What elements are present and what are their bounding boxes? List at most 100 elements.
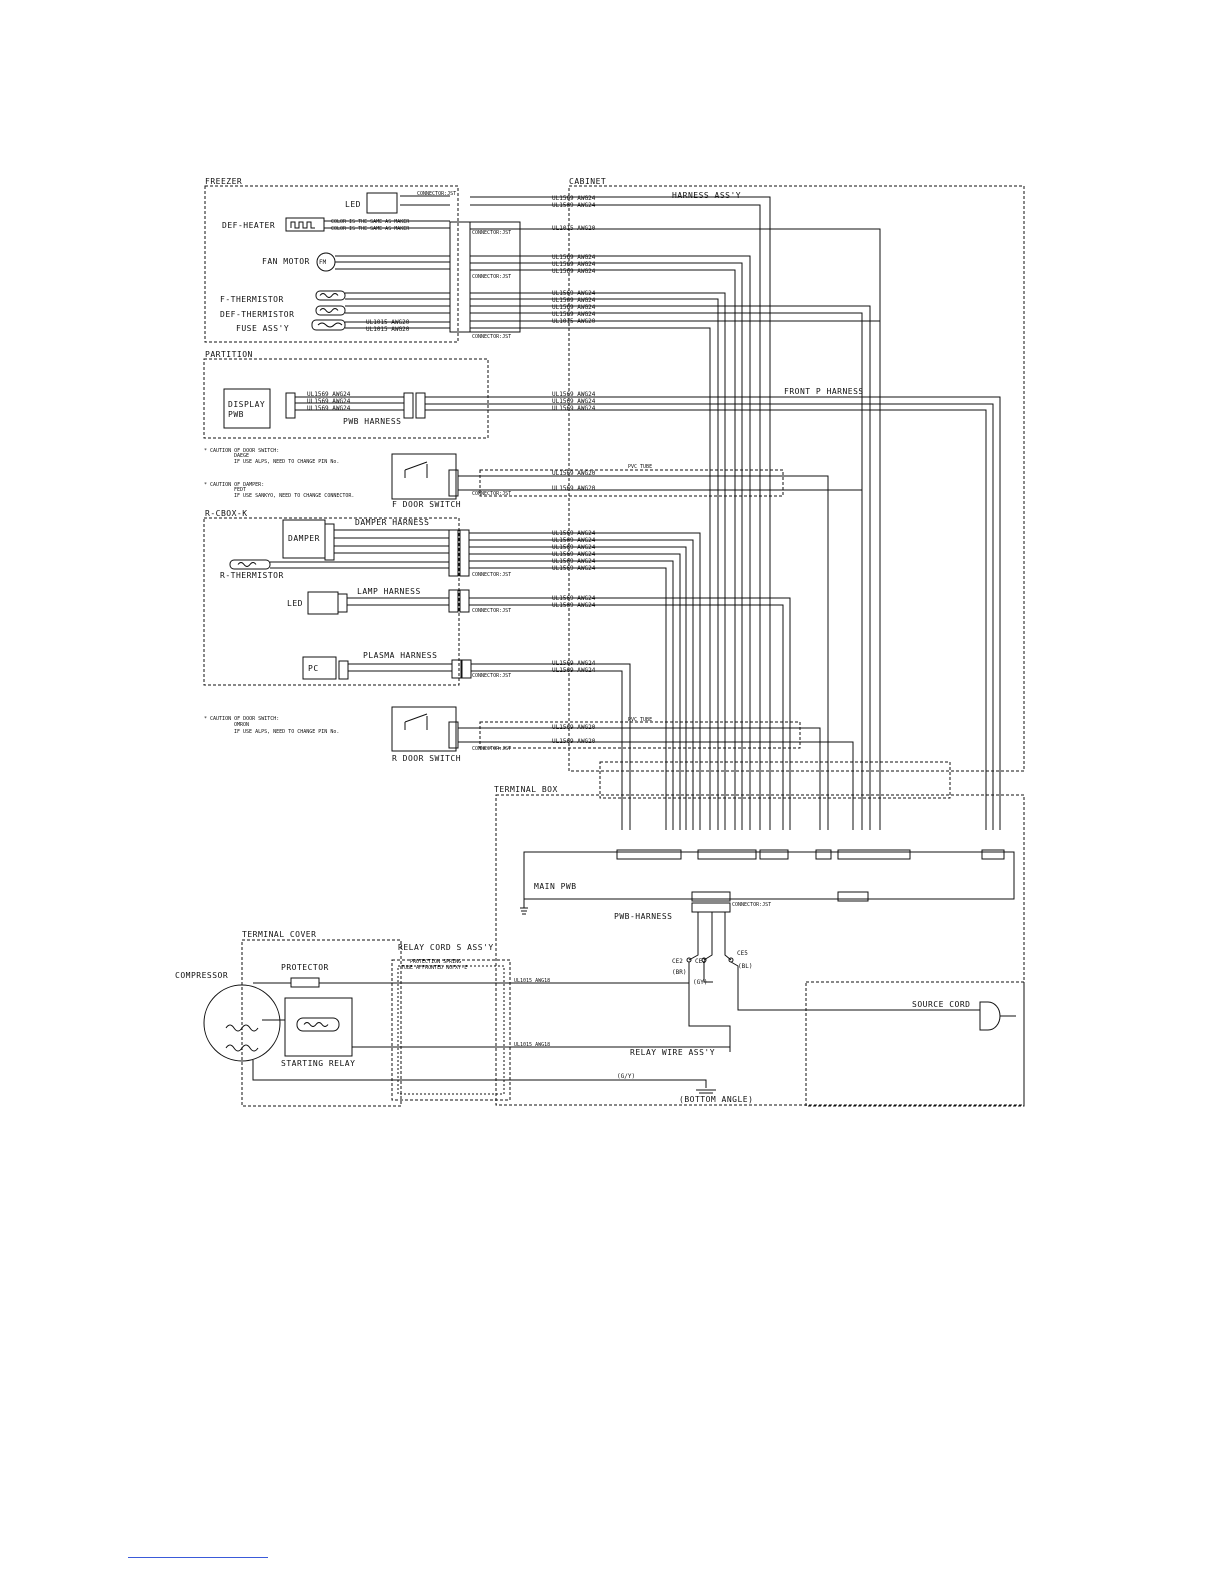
compressor-symbol <box>203 984 281 1062</box>
connector-spec: CONNECTOR:JST <box>472 572 511 578</box>
pvc-tube-2: PVC TUBE <box>628 717 652 723</box>
wire-spec: UL1569 AWG24 <box>552 311 596 318</box>
wire-spec: UL1569 AWG20 <box>552 485 596 492</box>
freezer-connector-block <box>449 221 471 333</box>
display-label: DISPLAY <box>228 400 265 409</box>
wire-spec: UL1569 AWG24 <box>552 304 596 311</box>
def-heater-label: DEF-HEATER <box>222 221 275 230</box>
wire-spec: UL1569 AWG24 <box>552 398 596 405</box>
wire-spec: UL1569 AWG24 <box>552 297 596 304</box>
f-thermistor-label: F-THERMISTOR <box>220 295 284 304</box>
connector-spec: CONNECTOR:JST <box>472 274 511 280</box>
wire-spec: UL1569 AWG24 <box>552 551 596 558</box>
caution-f-door-3: IF USE ALPS, NEED TO CHANGE PIN No. <box>234 459 339 465</box>
r-thermistor-label: R-THERMISTOR <box>220 571 284 580</box>
r-thermistor-symbol <box>229 559 271 570</box>
source-cord-label: SOURCE CORD <box>912 1000 970 1009</box>
fuse-label: FUSE ASS'Y <box>236 324 289 333</box>
f-door-switch-box <box>391 453 457 500</box>
caution-r-door-2: OMRON <box>234 722 249 728</box>
wire-spec: UL1569 AWG24 <box>307 391 351 398</box>
relay-wire-label: RELAY WIRE ASS'Y <box>630 1048 715 1057</box>
connector-spec: CONNECTOR:JST <box>472 746 511 752</box>
caution-damper-2: FEDT <box>234 487 246 493</box>
connector-spec: CONNECTOR:JST <box>472 673 511 679</box>
heater-element <box>290 221 315 229</box>
r-led-label: LED <box>287 599 303 608</box>
r-door-switch-label: R DOOR SWITCH <box>392 754 461 763</box>
wire-spec: UL1569 AWG20 <box>552 470 596 477</box>
f-thermistor-symbol <box>315 290 346 301</box>
caution-f-door-2: DAEGE <box>234 453 249 459</box>
caution-f-door-1: * CAUTION OF DOOR SWITCH: <box>204 448 279 454</box>
relay-cord-box <box>391 959 511 1101</box>
gy-label: (GY) <box>693 979 707 986</box>
connector-spec: CONNECTOR:JST <box>732 902 771 908</box>
fm-label: FM <box>319 259 327 266</box>
fuse-symbol <box>311 319 346 331</box>
starting-relay-label: STARTING RELAY <box>281 1059 355 1068</box>
led-label: LED <box>345 200 361 209</box>
ce2-label: CE2 <box>672 958 683 965</box>
relay-cord-inner <box>397 965 505 1095</box>
starting-relay-box <box>284 997 353 1057</box>
wire-spec: UL1569 AWG24 <box>552 202 596 209</box>
wire-spec: UL1569 AWG24 <box>307 398 351 405</box>
wire-spec: UL1015 AWG20 <box>552 225 596 232</box>
front-p-harness-label: FRONT P HARNESS <box>784 387 864 396</box>
r-cbox-box <box>203 517 460 686</box>
display-pwb-label: PWB <box>228 410 244 419</box>
ce5-label: CE5 <box>737 950 748 957</box>
main-pwb-box <box>523 851 1015 900</box>
footnote-rule <box>128 1557 268 1558</box>
bottom-angle-label: (BOTTOM ANGLE) <box>679 1095 753 1104</box>
harness-wires <box>425 196 1001 830</box>
wire-spec: UL1569 AWG24 <box>552 565 596 572</box>
wire-spec: UL1569 AWG24 <box>552 537 596 544</box>
pwb-harness-2-label: PWB-HARNESS <box>614 912 672 921</box>
pvc-tube-1: PVC TUBE <box>628 464 652 470</box>
gy-ground-label: (G/Y) <box>617 1073 635 1080</box>
wire-spec: UL1569 AWG24 <box>552 195 596 202</box>
wire-spec: UL1569 AWG24 <box>552 602 596 609</box>
wire-spec: UL1569 AWG24 <box>552 530 596 537</box>
caution-r-door-3: IF USE ALPS, NEED TO CHANGE PIN No. <box>234 729 339 735</box>
bl-label: (BL) <box>738 963 752 970</box>
wire-spec: UL1569 AWG24 <box>552 268 596 275</box>
note-color-1: COLOR IS THE SAME AS MAKER <box>331 219 410 225</box>
connector-spec: CONNECTOR:JST <box>472 334 511 340</box>
damper-harness-label: DAMPER HARNESS <box>355 518 429 527</box>
compressor-label: COMPRESSOR <box>175 971 228 980</box>
terminal-cover-box <box>241 939 402 1107</box>
wire-spec: UL1015 AWG18 <box>514 978 550 984</box>
damper-label: DAMPER <box>288 534 320 543</box>
terminal-box-label: TERMINAL BOX <box>494 785 558 794</box>
partition-box <box>203 358 489 439</box>
harness-assy-label: HARNESS ASS'Y <box>672 191 741 200</box>
connector-spec: CONNECTOR:JST <box>417 191 456 197</box>
f-door-switch-label: F DOOR SWITCH <box>392 500 461 509</box>
display-connector <box>285 392 296 419</box>
protector-symbol <box>290 977 320 988</box>
caution-damper-3: IF USE SANKYO, NEED TO CHANGE CONNECTOR. <box>234 493 354 499</box>
wire-spec: UL1015 AWG20 <box>366 326 410 333</box>
r-led-box <box>307 591 339 615</box>
relay-cord-label: RELAY CORD S ASS'Y <box>398 943 494 952</box>
display-pwb-box <box>223 388 271 429</box>
wire-spec: UL1015 AWG20 <box>552 318 596 325</box>
cabinet-box <box>568 185 1025 772</box>
def-heater-box <box>285 217 325 232</box>
wire-spec: UL1569 AWG24 <box>552 254 596 261</box>
source-cord-plug <box>979 1001 1001 1031</box>
connector-spec: CONNECTOR:JST <box>472 491 511 497</box>
wire-spec: UL1015 AWG18 <box>514 1042 550 1048</box>
protector-label: PROTECTOR <box>281 963 329 972</box>
wire-spec: UL1569 AWG20 <box>552 738 596 745</box>
wire-spec: UL1569 AWG24 <box>552 544 596 551</box>
wire-spec: UL1569 AWG24 <box>552 667 596 674</box>
terminal-cover-label: TERMINAL COVER <box>242 930 316 939</box>
wire-spec: UL1569 AWG24 <box>552 558 596 565</box>
wire-spec: UL1569 AWG20 <box>552 724 596 731</box>
